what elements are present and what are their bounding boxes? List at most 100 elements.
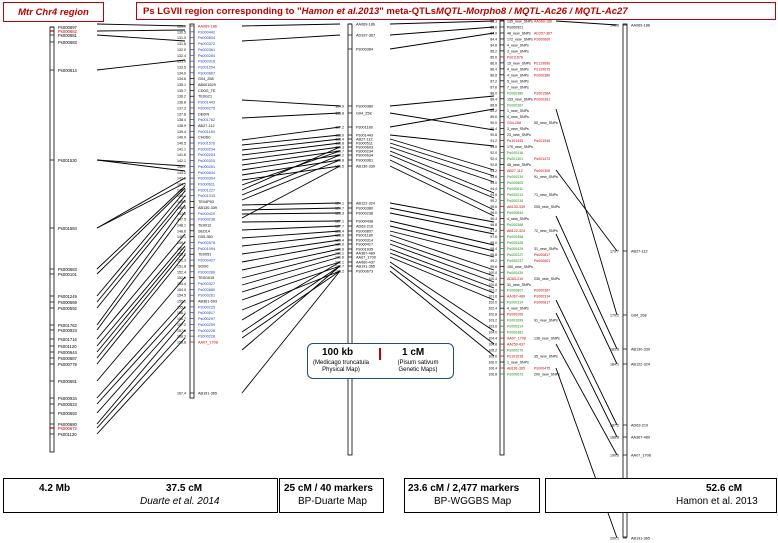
duarte-position-label: 147.5 bbox=[177, 218, 186, 222]
bpduarte-position-label: 118.8 bbox=[335, 142, 344, 146]
marker-link-line bbox=[96, 187, 186, 275]
duarte-position-label: 130.5 bbox=[177, 30, 186, 34]
wggbs-marker-extra-label: Ps001473 bbox=[534, 157, 550, 161]
mtr-marker-label: Ps000687 bbox=[58, 356, 78, 361]
duarte-marker-label: Ps000604 bbox=[198, 36, 215, 40]
marker-link-line bbox=[555, 20, 618, 26]
wggbs-position-label: 91.2 bbox=[490, 139, 497, 143]
marker-link-line bbox=[241, 261, 341, 321]
marker-link-line bbox=[96, 245, 186, 353]
mtr-chromosome bbox=[49, 26, 55, 453]
wggbs-marker-extra-label: 205_new_SNPs bbox=[534, 205, 560, 209]
wggbs-marker-label: Ps000314 bbox=[507, 301, 523, 305]
wggbs-marker-label: 172_new_SNPs bbox=[507, 37, 533, 41]
mtr-marker-label: Ps000669 bbox=[58, 300, 78, 305]
hamon-position-label: 188.8 bbox=[610, 436, 619, 440]
footer-wggbs-value: 23.6 cM / 2,477 markers bbox=[408, 483, 520, 494]
wggbs-marker-label: 7_new_SNPs bbox=[507, 85, 529, 89]
hamon-marker-label: AA07_1708 bbox=[631, 454, 651, 458]
wggbs-marker-extra-label: Ps000305 bbox=[534, 169, 550, 173]
bpduarte-position-label: 118.0 bbox=[335, 134, 344, 138]
bpduarte-marker-label: Ps000384 bbox=[356, 48, 373, 52]
duarte-marker-label: Ps000280 bbox=[198, 270, 215, 274]
mtr-marker-label: Ps001584 bbox=[58, 226, 78, 231]
duarte-marker-label: Ps000261 bbox=[198, 294, 215, 298]
wggbs-position-label: 106.4 bbox=[489, 367, 498, 371]
duarte-position-label: 131.0 bbox=[177, 36, 186, 40]
bpduarte-position-label: 118.4 bbox=[335, 138, 344, 142]
wggbs-position-label: 86.8 bbox=[490, 73, 497, 77]
mtr-marker-label: Ps000592 bbox=[58, 306, 78, 311]
duarte-position-label: 153.4 bbox=[177, 282, 186, 286]
wggbs-marker-label: 1_new_SNPs bbox=[507, 109, 529, 113]
wggbs-position-label: 99.6 bbox=[490, 265, 497, 269]
wggbs-position-label: 89.2 bbox=[490, 109, 497, 113]
wggbs-marker-extra-label: 35_new_SNPs bbox=[534, 355, 558, 359]
wggbs-marker-label: Ps101443 bbox=[507, 139, 523, 143]
wggbs-marker-extra-label: AD257-367 bbox=[534, 31, 552, 35]
marker-link-line bbox=[96, 299, 186, 399]
footer-hamon-value: 52.6 cM bbox=[706, 483, 743, 494]
mtr-marker-label: Ps000697 bbox=[58, 25, 78, 30]
wggbs-marker-label: Ps000439 bbox=[507, 271, 523, 275]
duarte-position-label: 157.2 bbox=[177, 323, 186, 327]
marker-link-line bbox=[389, 165, 495, 217]
wggbs-marker-label: Ps000358 bbox=[507, 235, 523, 239]
marker-link-line bbox=[241, 225, 341, 231]
duarte-marker-label: Ps000611 bbox=[198, 183, 215, 187]
duarte-marker-label: Ps000238 bbox=[198, 218, 215, 222]
duarte-marker-label: DE0IN bbox=[198, 112, 209, 116]
marker-labels: Ps000697Ps000682Ps000681Ps000683Ps000614… bbox=[58, 20, 651, 541]
wggbs-marker-label: Ps000227 bbox=[507, 253, 523, 257]
duarte-position-label: 149.1 bbox=[177, 235, 186, 239]
hamon-marker-label: AB122-324 bbox=[631, 363, 650, 367]
footer-mb-value: 4.2 Mb bbox=[39, 483, 71, 494]
wggbs-marker-label: 45_new_SNPs bbox=[507, 163, 531, 167]
wggbs-marker-label: Ps001301 bbox=[507, 157, 523, 161]
wggbs-marker-label: 4_new_SNPs bbox=[507, 307, 529, 311]
footer-duarte-label: Duarte et al. 2014 bbox=[140, 496, 220, 507]
duarte-marker-label: TE0051 bbox=[198, 253, 211, 257]
wggbs-position-label: 90.4 bbox=[490, 127, 497, 131]
marker-link-line bbox=[241, 265, 341, 351]
duarte-position-label: 154.0 bbox=[177, 288, 186, 292]
wggbs-marker-label: Ps000611 bbox=[507, 187, 523, 191]
marker-link-line bbox=[389, 134, 495, 147]
duarte-chromosome bbox=[189, 23, 195, 399]
duarte-marker-label: AB191-365 bbox=[198, 392, 217, 396]
marker-link-line bbox=[555, 215, 618, 350]
duarte-position-label: 142.7 bbox=[177, 165, 186, 169]
bpduarte-marker-label: Ps000314 bbox=[356, 239, 373, 243]
duarte-position-label: 156.1 bbox=[177, 311, 186, 315]
mtr-marker-label: Ps001530 bbox=[58, 158, 78, 163]
bpduarte-marker-label: AD337-367 bbox=[356, 34, 375, 38]
duarte-position-label: 158.3 bbox=[177, 335, 186, 339]
duarte-position-label: 148.6 bbox=[177, 229, 186, 233]
duarte-position-label: 141.1 bbox=[177, 147, 186, 151]
duarte-marker-label: Ps000517 bbox=[198, 311, 215, 315]
wggbs-position-label: 105.6 bbox=[489, 355, 498, 359]
wggbs-marker-label: AB130-339 bbox=[507, 205, 525, 209]
bpduarte-marker-label: Ps000380 bbox=[356, 105, 373, 109]
wggbs-position-label: 96.8 bbox=[490, 223, 497, 227]
duarte-marker-label: AB361-693 bbox=[198, 300, 217, 304]
hamon-position-label: 190.6 bbox=[610, 454, 619, 458]
wggbs-position-label: 92.0 bbox=[490, 151, 497, 155]
marker-link-line bbox=[96, 59, 186, 71]
duarte-position-label: 134.0 bbox=[177, 71, 186, 75]
wggbs-marker-extra-label: Ps001545 bbox=[534, 139, 550, 143]
duarte-marker-label: Ps000578 bbox=[198, 241, 215, 245]
bpduarte-marker-label: Ps000438 bbox=[356, 220, 373, 224]
marker-link-line bbox=[96, 249, 186, 359]
hamon-position-label: 146.5 bbox=[610, 24, 619, 28]
duarte-marker-label: SOD0 bbox=[198, 264, 208, 268]
wggbs-chromosome bbox=[499, 19, 505, 456]
mtr-marker-label: Ps000623 bbox=[58, 402, 78, 407]
mtr-marker-label: Ps001762 bbox=[58, 323, 78, 328]
wggbs-position-label: 83.6 bbox=[490, 25, 497, 29]
marker-link-line bbox=[241, 165, 341, 181]
wggbs-position-label: 90.0 bbox=[490, 121, 497, 125]
duarte-position-label: 151.3 bbox=[177, 259, 186, 263]
marker-link-line bbox=[241, 234, 341, 247]
marker-link-line bbox=[241, 230, 341, 239]
